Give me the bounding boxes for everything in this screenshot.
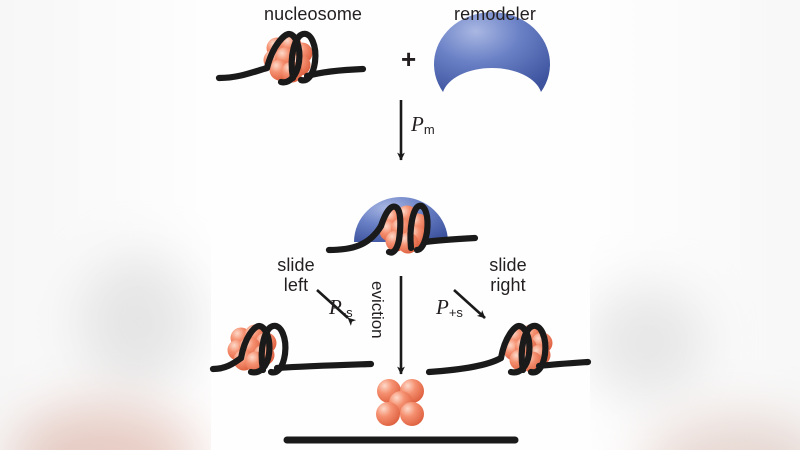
slide-right-label-line2: right <box>490 275 526 295</box>
complex-intermediate-graphic <box>325 197 479 256</box>
backdrop-vignette-right <box>585 0 800 450</box>
rate-slide-right: P+s <box>436 295 463 320</box>
figure-panel: nucleosome remodeler + Pm slide left P-s… <box>209 0 592 450</box>
free-histone-octamer-graphic <box>376 379 424 426</box>
nucleosome-slid-right-graphic <box>425 322 592 376</box>
rate-slide-left-symbol: P <box>329 295 342 319</box>
backdrop-vignette-left <box>0 0 215 450</box>
plus-sign: + <box>401 44 417 74</box>
nucleosome-label: nucleosome <box>263 4 363 24</box>
rate-slide-left-subscript: -s <box>341 305 353 320</box>
remodeler-label: remodeler <box>454 4 536 24</box>
slide-right-label-line1: slide <box>489 255 527 275</box>
rate-binding: Pm <box>411 112 435 137</box>
slide-left-label-line1: slide <box>277 255 315 275</box>
rate-slide-right-symbol: P <box>436 295 449 319</box>
rate-slide-right-subscript: +s <box>448 305 463 320</box>
diagram-artwork <box>209 12 592 444</box>
nucleosome-reactant-graphic <box>215 30 367 86</box>
slide-left-label-line2: left <box>283 275 309 295</box>
rate-slide-left: P-s <box>329 295 353 320</box>
slide-left-arrow <box>316 289 357 326</box>
remodeler-reactant-graphic <box>434 12 550 92</box>
slide-right-arrow <box>453 289 486 319</box>
rate-binding-symbol: P <box>411 112 424 136</box>
nucleosome-slid-left-graphic <box>209 322 375 376</box>
rate-binding-subscript: m <box>423 122 435 137</box>
eviction-label: eviction <box>368 281 387 339</box>
